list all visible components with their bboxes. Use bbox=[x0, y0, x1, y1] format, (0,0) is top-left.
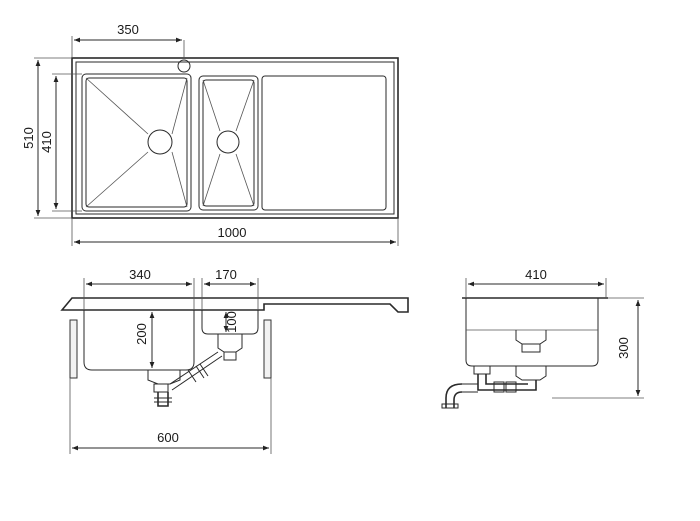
dim-small-bowl-height: 100 bbox=[224, 311, 239, 333]
tap-hole-icon bbox=[177, 59, 191, 73]
side-outlet-elbow bbox=[445, 383, 463, 408]
sink-deck-profile bbox=[60, 297, 409, 313]
drainer-area bbox=[261, 75, 387, 211]
side-lower-drain bbox=[515, 366, 547, 381]
side-view: 410 300 bbox=[441, 267, 644, 409]
small-drain-body bbox=[217, 334, 243, 353]
side-upper-drain bbox=[515, 330, 547, 345]
dim-overall-length: 1000 bbox=[218, 225, 247, 240]
top-view: 350 510 410 1000 bbox=[21, 22, 399, 246]
trap-outlet bbox=[157, 392, 169, 407]
dim-tap-offset: 350 bbox=[117, 22, 139, 37]
cabinet-wall-left bbox=[69, 319, 78, 379]
side-bowl-outline bbox=[465, 298, 599, 367]
dim-side-depth: 410 bbox=[525, 267, 547, 282]
small-drain-icon bbox=[216, 130, 240, 154]
dim-small-bowl-width: 170 bbox=[215, 267, 237, 282]
side-pipe-assembly bbox=[477, 374, 537, 391]
dim-large-bowl-height: 200 bbox=[134, 323, 149, 345]
dim-bowl-depth: 410 bbox=[39, 131, 54, 153]
dim-cabinet-width: 600 bbox=[157, 430, 179, 445]
dim-side-height: 300 bbox=[616, 337, 631, 359]
large-drain-icon bbox=[147, 129, 173, 155]
connecting-pipe bbox=[169, 351, 223, 391]
cabinet-wall-right bbox=[263, 319, 272, 379]
front-view: 340 170 200 100 600 bbox=[60, 267, 409, 454]
dim-overall-depth: 510 bbox=[21, 127, 36, 149]
large-bowl-top bbox=[81, 73, 192, 212]
sink-outline bbox=[71, 57, 399, 219]
small-bowl-front bbox=[201, 310, 259, 335]
large-drain-body bbox=[147, 370, 181, 385]
small-bowl-top bbox=[198, 75, 259, 211]
large-bowl-front bbox=[83, 310, 195, 371]
dim-large-bowl-width: 340 bbox=[129, 267, 151, 282]
